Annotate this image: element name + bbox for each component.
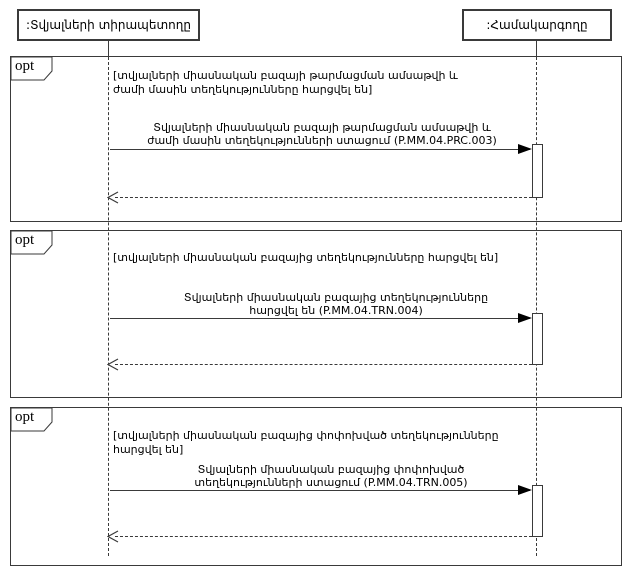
lifeline-coordinator: [536, 42, 537, 556]
activation-bar: [532, 485, 543, 537]
fragment-operator: opt: [15, 232, 35, 248]
return-arrowhead-icon: [107, 530, 119, 543]
lifeline-stub: [108, 41, 109, 57]
fragment-operator: opt: [15, 58, 35, 74]
sync-message-line: [110, 318, 530, 319]
opt-fragment-1: opt [տվյալների միասնական բազայի թարմացմա…: [10, 56, 622, 222]
return-arrowhead-icon: [107, 358, 119, 371]
message-label: Տվյալների միասնական բազայից տեղեկություն…: [169, 291, 503, 317]
opt-fragment-3: opt [տվյալների միասնական բազայից փոփոխվա…: [10, 407, 622, 566]
sync-message-line: [110, 149, 530, 150]
message-label: Տվյալների միասնական բազայի թարմացման ամս…: [146, 121, 498, 147]
message-text: Տվյալների միասնական բազայից տեղեկություն…: [183, 291, 489, 317]
actor-box-coordinator: :Համակարգողը: [462, 9, 612, 41]
actor-box-data-owner: :Տվյալների տիրապետողը: [17, 9, 200, 41]
message-label: Տվյալների միասնական բազայից փոփոխված տեղ…: [151, 463, 511, 489]
guard-condition: [տվյալների միասնական բազայից փոփոխված տե…: [113, 429, 499, 456]
actor-label: :Տվյալների տիրապետողը: [26, 18, 191, 32]
return-arrowhead-icon: [107, 191, 119, 204]
sync-arrowhead-icon: [518, 485, 532, 495]
sync-arrowhead-icon: [518, 313, 532, 323]
return-message-line: [115, 197, 532, 198]
activation-bar: [532, 313, 543, 365]
activation-bar: [532, 144, 543, 198]
message-code: (P.MM.04.TRN.004): [318, 304, 423, 317]
fragment-operator: opt: [15, 409, 35, 425]
message-text: Տվյալների միասնական բազայի թարմացման ամս…: [147, 121, 491, 147]
message-code: (P.MM.04.PRC.003): [393, 134, 497, 147]
actor-label: :Համակարգողը: [486, 18, 588, 32]
opt-tab-icon: [10, 230, 53, 255]
sync-message-line: [110, 490, 530, 491]
lifeline-data-owner: [108, 42, 109, 556]
opt-tab-icon: [10, 407, 53, 432]
return-message-line: [115, 536, 532, 537]
message-text: Տվյալների միասնական բազայից փոփոխված տեղ…: [194, 463, 465, 489]
lifeline-stub: [536, 41, 537, 57]
guard-condition: [տվյալների միասնական բազայից տեղեկությու…: [113, 251, 499, 264]
return-message-line: [115, 364, 532, 365]
guard-condition: [տվյալների միասնական բազայի թարմացման ամ…: [113, 69, 458, 96]
message-code: (P.MM.04.TRN.005): [363, 476, 468, 489]
opt-tab-icon: [10, 56, 53, 81]
opt-fragment-2: opt [տվյալների միասնական բազայից տեղեկու…: [10, 230, 622, 398]
sync-arrowhead-icon: [518, 144, 532, 154]
